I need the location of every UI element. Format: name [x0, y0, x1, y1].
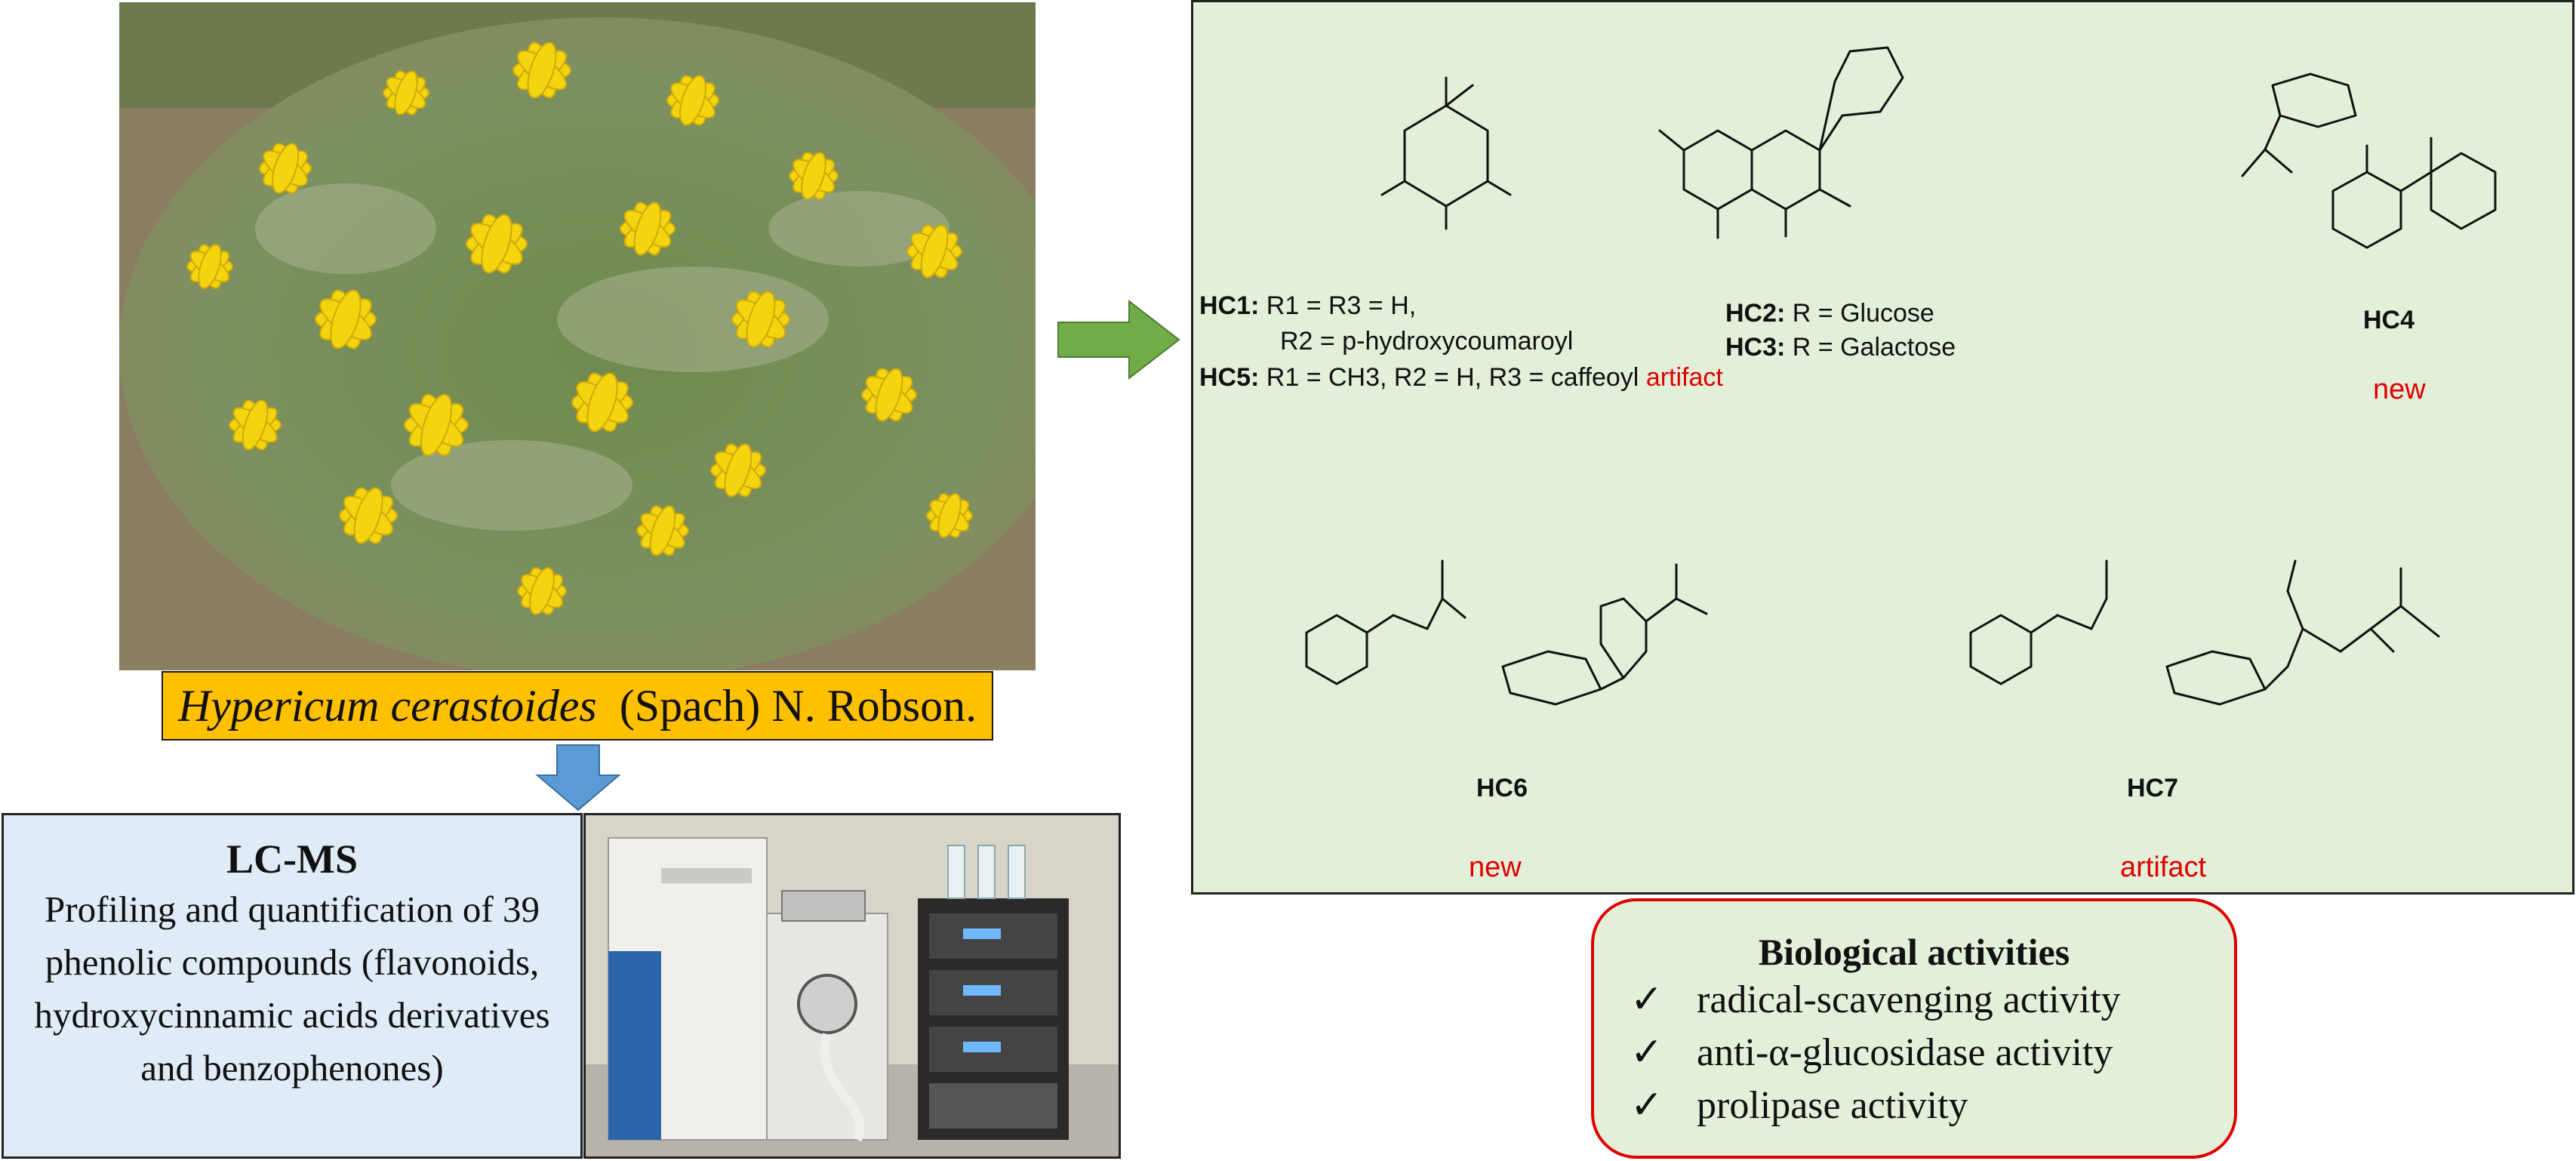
hc1-line1: R1 = R3 = H,: [1266, 291, 1417, 320]
hc7-label: HC7: [2127, 774, 2179, 802]
species-banner: Hypericum cerastoides (Spach) N. Robson.: [162, 671, 993, 741]
bio-item-label: anti-α-glucosidase activity: [1697, 1031, 2113, 1074]
down-arrow-icon: [535, 744, 621, 811]
lcms-instrument-photo: [583, 813, 1121, 1159]
hc6-structure: [1305, 559, 1708, 706]
benzophenone-structure: [2241, 72, 2497, 249]
species-authority: (Spach) N. Robson.: [619, 680, 977, 731]
hc2-line: R = Glucose: [1792, 299, 1934, 328]
flavonol-structure: [1658, 46, 1904, 239]
bio-item: ✓ anti-α-glucosidase activity: [1630, 1027, 2234, 1079]
lcms-title: LC-MS: [226, 836, 358, 882]
hc3-row: HC3: R = Galactose: [1725, 333, 1956, 362]
hc1-line2: R2 = p-hydroxycoumaroyl: [1280, 327, 1574, 356]
hc2-label: HC2:: [1725, 299, 1786, 328]
checkmark-icon: ✓: [1630, 1084, 1663, 1127]
hc7-tag: artifact: [2120, 852, 2207, 883]
checkmark-icon: ✓: [1630, 978, 1663, 1021]
plant-photo-image: [119, 2, 1036, 670]
hc5-line: R1 = CH3, R2 = H, R3 = caffeoyl: [1266, 363, 1639, 392]
checkmark-icon: ✓: [1630, 1031, 1663, 1074]
hc4-label: HC4: [2363, 306, 2415, 334]
instrument-image: [586, 815, 1119, 1156]
hc5-tag: artifact: [1645, 363, 1723, 392]
bio-item-label: radical-scavenging activity: [1697, 978, 2121, 1021]
structures-panel: HC1: R1 = R3 = H, R2 = p-hydroxycoumaroy…: [1191, 0, 2574, 895]
biological-activities-title: Biological activities: [1758, 931, 2070, 973]
hc5-label: HC5:: [1199, 363, 1260, 392]
bio-item: ✓ radical-scavenging activity: [1630, 974, 2234, 1027]
hc3-label: HC3:: [1725, 333, 1786, 362]
hc1-label: HC1:: [1199, 291, 1260, 320]
lcms-description: Profiling and quantification of 39 pheno…: [34, 888, 550, 1089]
quinic-acid-structure: [1380, 76, 1512, 230]
bio-item: ✓ prolipase activity: [1630, 1079, 2234, 1132]
hc6-tag: new: [1469, 852, 1522, 883]
hc1-row: HC1: R1 = R3 = H,: [1199, 291, 1416, 321]
structure-drawings: [1305, 46, 2497, 706]
hc4-tag: new: [2373, 374, 2426, 405]
hc7-structure: [1969, 559, 2440, 706]
hc5-row: HC5: R1 = CH3, R2 = H, R3 = caffeoyl art…: [1199, 363, 1723, 393]
species-name: Hypericum cerastoides: [177, 680, 597, 731]
lcms-box: LC-MS Profiling and quantification of 39…: [2, 813, 583, 1159]
hc3-line: R = Galactose: [1792, 333, 1956, 362]
hc2-row: HC2: R = Glucose: [1725, 299, 1934, 328]
bio-item-label: prolipase activity: [1697, 1084, 1968, 1127]
plant-photo: [119, 2, 1036, 670]
hc6-label: HC6: [1476, 774, 1528, 802]
right-arrow-icon: [1057, 299, 1180, 380]
biological-activities-box: Biological activities ✓ radical-scavengi…: [1591, 898, 2237, 1159]
